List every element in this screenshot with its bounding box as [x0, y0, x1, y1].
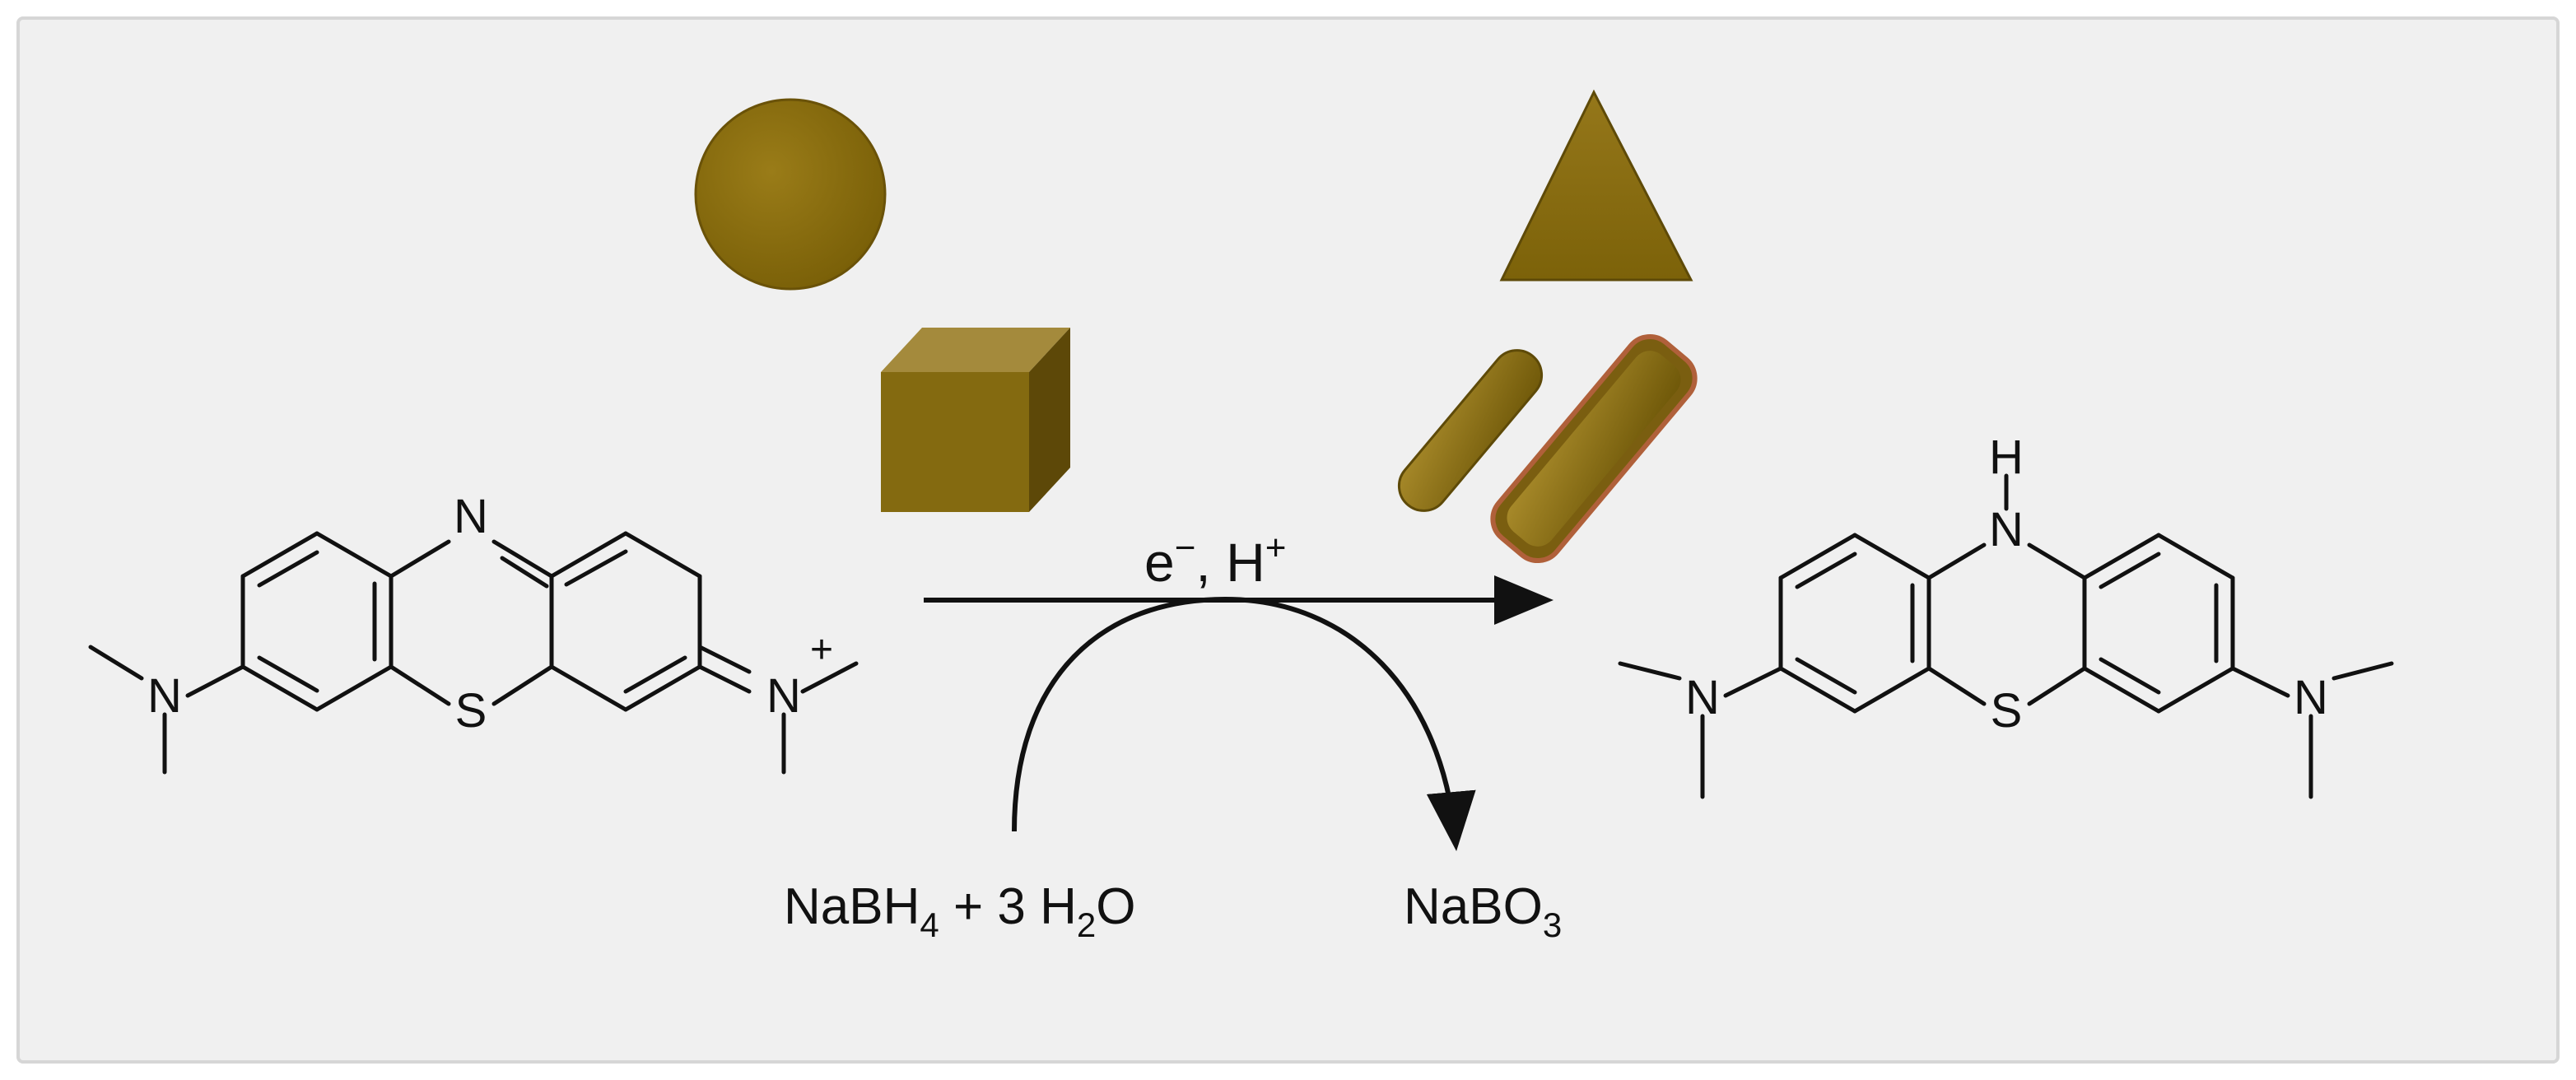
- core-shell-nanorod-shape: [1490, 333, 1698, 564]
- reactant-ring-s: S: [455, 684, 487, 738]
- reactant-iminium-n: N: [766, 669, 801, 723]
- product-left-amine-n: N: [1685, 671, 1720, 724]
- product-h: H: [1989, 431, 2024, 484]
- byproduct-label: NaBO3: [1404, 878, 1562, 944]
- background-panel: [16, 16, 2560, 1064]
- reaction-arrows: [924, 575, 1554, 851]
- product-ring-n: N: [1989, 503, 2024, 556]
- product-ring-s: S: [1991, 684, 2023, 738]
- reactant-charge: +: [810, 628, 833, 672]
- reactant-left-amine-n: N: [147, 669, 182, 723]
- nanoparticle-catalysts: [694, 89, 1698, 564]
- nanotriangle-shape: [1499, 89, 1693, 282]
- reagent-label: NaBH4 + 3 H2O: [784, 878, 1135, 944]
- nanorod-shape: [1397, 349, 1544, 512]
- reactant-ring-n: N: [454, 490, 488, 543]
- curved-reagent-arrow: [1012, 596, 1476, 851]
- reaction-conditions: e−, H+: [1144, 528, 1286, 593]
- leuco-methylene-blue-structure: [1618, 473, 2394, 799]
- nanocube-shape: [881, 328, 1070, 512]
- methylene-blue-structure: [88, 531, 859, 775]
- leuco-methylene-blue-labels: H N S N N: [1685, 431, 2328, 738]
- product-right-amine-n: N: [2294, 671, 2328, 724]
- nanosphere-shape: [694, 98, 887, 291]
- methylene-blue-labels: N S N N +: [147, 490, 833, 738]
